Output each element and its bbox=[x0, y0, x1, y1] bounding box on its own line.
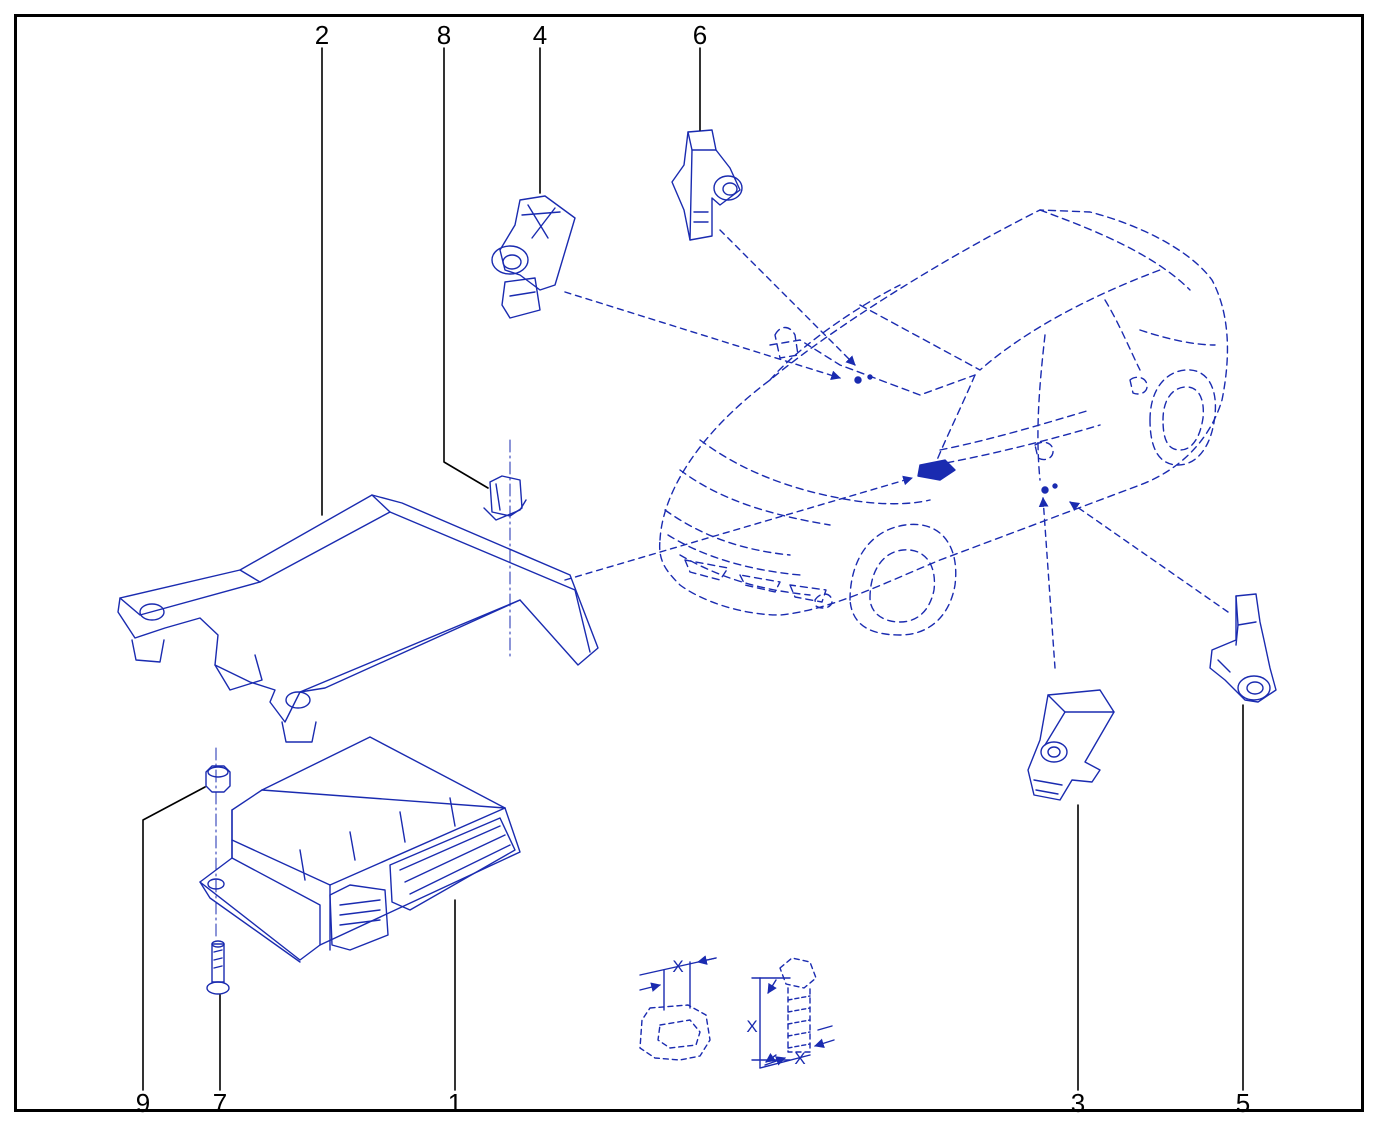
bolt-length-dimension-label: X bbox=[746, 1017, 758, 1036]
part-5-sensor bbox=[1209, 593, 1277, 703]
part-1-ecu bbox=[199, 736, 521, 963]
vehicle-outline bbox=[658, 209, 1229, 636]
callout-9: 9 bbox=[135, 1088, 151, 1118]
callout-5: 5 bbox=[1235, 1088, 1251, 1118]
callout-2: 2 bbox=[314, 20, 330, 50]
part-2-cover bbox=[117, 494, 599, 743]
part-3-sensor bbox=[1027, 689, 1115, 801]
callout-3: 3 bbox=[1070, 1088, 1086, 1118]
bolt-dimension-detail bbox=[751, 957, 835, 1069]
part-6-sensor bbox=[671, 129, 743, 241]
center-lines bbox=[215, 439, 511, 941]
nut-dimension-detail bbox=[639, 955, 717, 1061]
vehicle-module-marks bbox=[854, 374, 1058, 494]
callout-lines bbox=[142, 47, 1244, 1091]
part-8-clip bbox=[483, 475, 527, 521]
bolt-diameter-dimension-label: X bbox=[794, 1049, 806, 1068]
callout-6: 6 bbox=[692, 20, 708, 50]
nut-width-dimension-label: X bbox=[672, 957, 684, 976]
callout-4: 4 bbox=[532, 20, 548, 50]
part-4-sensor bbox=[491, 195, 576, 319]
part-7-bolt bbox=[206, 940, 230, 995]
callout-8: 8 bbox=[436, 20, 452, 50]
callout-1: 1 bbox=[447, 1088, 463, 1118]
leader-lines bbox=[564, 229, 1229, 669]
diagram-frame bbox=[14, 14, 1364, 1112]
callout-7: 7 bbox=[212, 1088, 228, 1118]
part-9-nut bbox=[205, 765, 231, 793]
